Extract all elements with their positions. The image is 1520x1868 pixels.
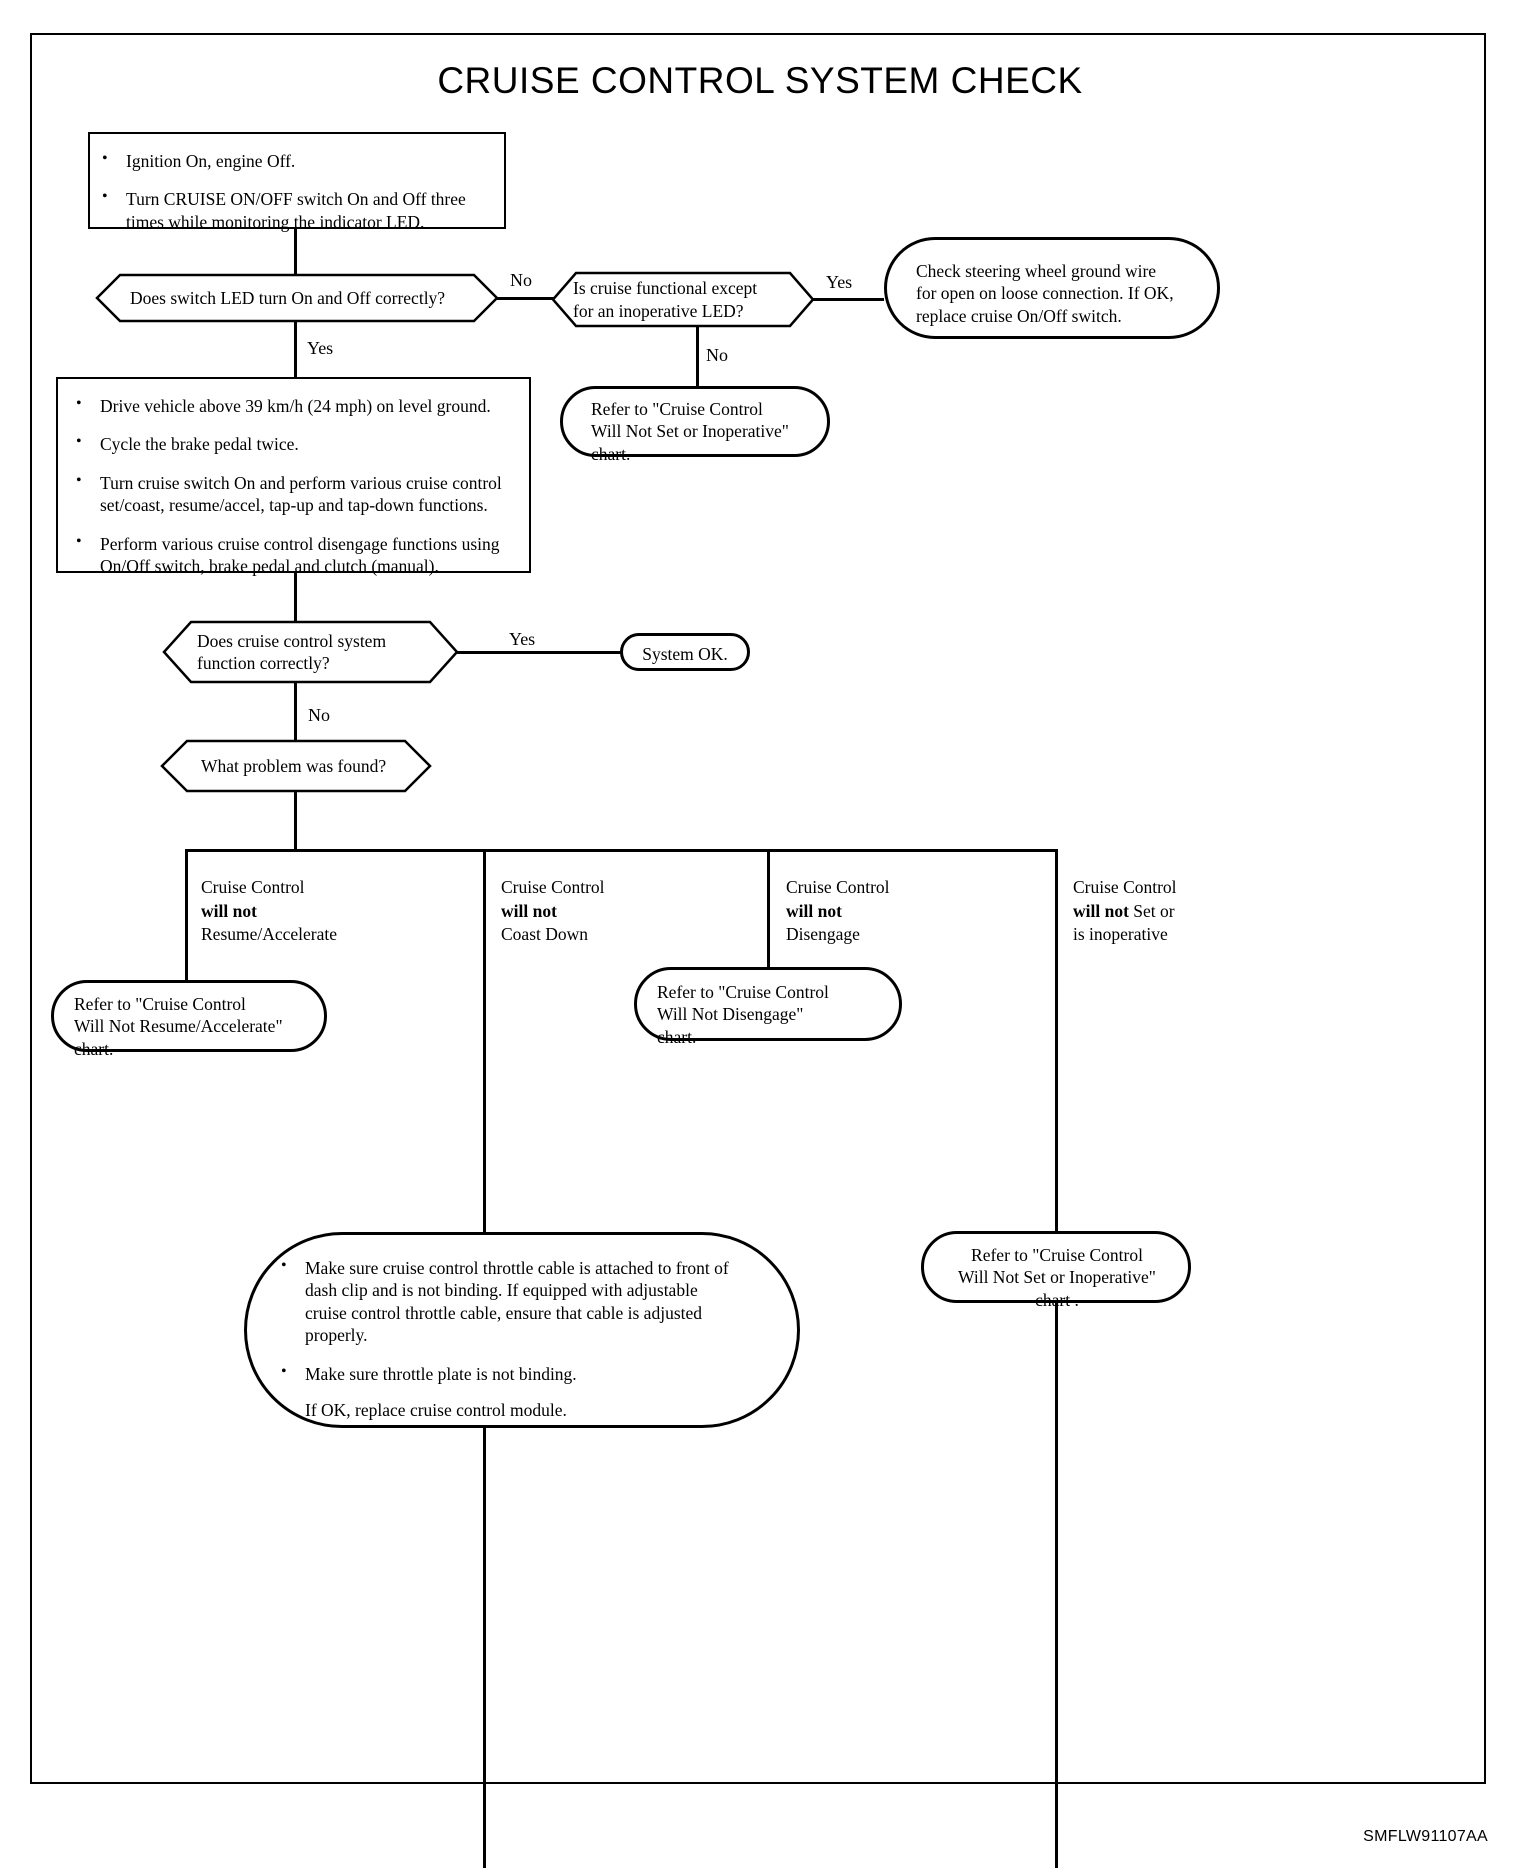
label-line-2: will not [786,900,842,921]
connector-line [294,229,297,280]
bullet-item: Turn cruise switch On and perform variou… [70,471,515,517]
decision-switch-led: Does switch LED turn On and Off correctl… [95,273,499,323]
connector-line [185,849,188,990]
connector-line [456,651,622,654]
page-title: CRUISE CONTROL SYSTEM CHECK [437,60,1083,101]
hexagon-shape [551,271,815,328]
terminator-text: Refer to "Cruise Control Will Not Diseng… [637,970,899,1048]
bullet-item: Perform various cruise control disengage… [70,532,515,578]
terminator-text: Refer to "Cruise Control Will Not Resume… [54,983,324,1060]
text-line-2: Will Not Set or Inoperative" [591,421,789,442]
terminator-check-ground-wire: Check steering wheel ground wire for ope… [884,237,1220,339]
bullet-item: Ignition On, engine Off. [96,149,492,172]
terminator-refer-not-set-bottom: Refer to "Cruise Control Will Not Set or… [921,1231,1191,1310]
decision-line-2: for an inoperative LED? [573,300,744,321]
throttle-cable-note: If OK, replace cruise control module. [305,1399,567,1420]
edge-label-no: No [510,270,532,290]
terminator-text: Refer to "Cruise Control Will Not Set or… [563,389,827,465]
connector-bus [185,849,1057,852]
label-line-2: will not [1073,900,1129,921]
label-line-2: will not [501,900,557,921]
bullet-item: Drive vehicle above 39 km/h (24 mph) on … [70,394,515,417]
hexagon-shape [162,620,459,684]
text-line-2: Will Not Set or Inoperative" [958,1267,1156,1288]
bullet-item: Cycle the brake pedal twice. [70,432,515,455]
text-line-3: replace cruise On/Off switch. [916,305,1122,326]
text-line-3: chart. [657,1026,697,1047]
terminator-refer-disengage: Refer to "Cruise Control Will Not Diseng… [634,967,902,1047]
label-line-2: will not [201,900,257,921]
document-code: SMFLW91107AA [1363,1828,1488,1845]
text-line-3: chart. [591,443,631,464]
terminator-throttle-cable-checks: Make sure cruise control throttle cable … [244,1232,800,1428]
label-line-3: Set or [1128,900,1175,921]
terminator-text: Check steering wheel ground wire for ope… [887,240,1217,327]
text-line-1: Refer to "Cruise Control [591,399,763,419]
connector-line [294,681,297,741]
label-line-1: Cruise Control [501,877,605,897]
terminator-text: Refer to "Cruise Control Will Not Set or… [924,1234,1188,1311]
connector-line [696,326,699,386]
label-line-3: Disengage [786,924,860,945]
edge-label-yes: Yes [826,272,853,292]
bullet-item: Make sure throttle plate is not binding. [275,1362,739,1385]
hexagon-shape [95,273,499,323]
connector-line [294,320,297,378]
bullet-item: Turn CRUISE ON/OFF switch On and Off thr… [96,187,492,233]
decision-system-function: Does cruise control system function corr… [162,620,459,684]
text-line-3: chart . [1035,1289,1079,1310]
terminator-system-ok: System OK. [620,633,750,671]
connector-line [1055,849,1058,1868]
connector-line [767,849,770,969]
decision-line-1: Does cruise control system [197,630,387,651]
label-line-4: is inoperative [1073,924,1168,945]
connector-line [294,790,297,851]
connector-line [497,297,554,300]
page-border [30,33,1486,1784]
label-line-1: Cruise Control [1073,877,1177,897]
text-line-1: Refer to "Cruise Control [74,994,246,1014]
branch-column-label-4: Cruise Control will not Set or is inoper… [1073,876,1303,947]
connector-line [294,572,297,624]
terminator-refer-resume-accelerate: Refer to "Cruise Control Will Not Resume… [51,980,327,1059]
branch-column-label-1: Cruise Control will not Resume/Accelerat… [201,876,471,947]
edge-label-yes: Yes [509,629,536,649]
label-line-3: Coast Down [501,924,589,945]
text-line-1: Check steering wheel ground wire [916,261,1157,281]
edge-label-yes: Yes [307,338,334,358]
text-line-2: for open on loose connection. If OK, [916,283,1174,304]
process-drive-steps: Drive vehicle above 39 km/h (24 mph) on … [56,377,531,576]
decision-label: Is cruise functional except for an inope… [552,277,757,322]
decision-label: Does cruise control system function corr… [163,630,386,675]
text-line-2: Will Not Resume/Accelerate" [74,1016,283,1037]
terminator-refer-not-set-top: Refer to "Cruise Control Will Not Set or… [560,386,830,464]
terminator-text: System OK. [642,644,728,664]
bullet-item: Make sure cruise control throttle cable … [275,1256,739,1347]
branch-column-label-3: Cruise Control will not Disengage [786,876,1036,947]
label-line-3: Resume/Accelerate [201,924,338,945]
decision-what-problem: What problem was found? [160,739,432,793]
text-line-3: chart. [74,1038,114,1059]
decision-line-2: function correctly? [197,653,330,673]
edge-label-no: No [308,705,330,725]
decision-label: What problem was found? [201,755,387,776]
decision-line-1: Is cruise functional except [573,278,758,299]
text-line-1: Refer to "Cruise Control [971,1245,1143,1265]
label-line-1: Cruise Control [201,877,305,897]
branch-column-label-2: Cruise Control will not Coast Down [501,876,751,947]
label-line-1: Cruise Control [786,877,890,897]
decision-cruise-functional: Is cruise functional except for an inope… [551,271,815,328]
hexagon-shape [160,739,432,793]
text-line-2: Will Not Disengage" [657,1004,804,1025]
text-line-1: Refer to "Cruise Control [657,982,829,1002]
process-start-steps: Ignition On, engine Off. Turn CRUISE ON/… [88,132,506,232]
decision-label: Does switch LED turn On and Off correctl… [130,287,446,308]
edge-label-no: No [706,345,728,365]
connector-line [812,298,884,301]
